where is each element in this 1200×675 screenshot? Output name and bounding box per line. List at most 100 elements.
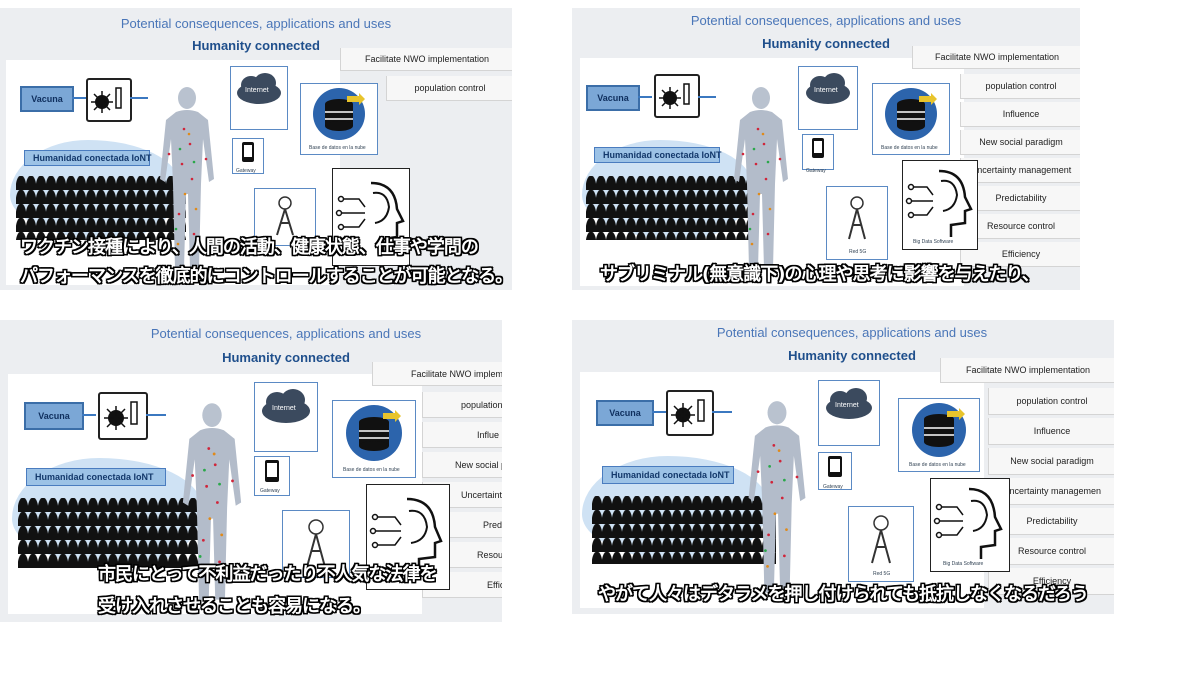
virus-syringe-icon [659, 83, 690, 109]
side-item: Efficiency [988, 568, 1114, 595]
side-item: Influence [960, 102, 1080, 127]
subtitle-line: サブリミナル(無意識下)の心理や思考に影響を与えたり、 [600, 264, 1040, 285]
antenna-5g-icon [871, 515, 891, 564]
cloud-icon [237, 73, 281, 104]
bigdata-box [366, 484, 450, 590]
slide-subtitle: Humanity connected [192, 38, 320, 53]
connector-line [698, 96, 716, 98]
antenna-5g-icon [848, 196, 866, 240]
human-body-figure [748, 401, 806, 593]
slide-title: Potential consequences, applications and… [150, 326, 422, 341]
cloud-icon [262, 389, 310, 423]
database-icon [313, 88, 365, 140]
internet-label: Internet [835, 402, 859, 409]
internet-label: Internet [272, 405, 296, 412]
connector-line [712, 411, 732, 413]
iont-label: Humanidad conectada IoNT [24, 150, 152, 166]
bigdata-box: Big Data Software [930, 478, 1010, 572]
subtitle-line: 市民にとって不利益だったり不人気な法律を [98, 564, 438, 585]
phone-hand-icon [242, 142, 254, 162]
ai-brain-icon [905, 169, 973, 237]
cloud-icon [806, 73, 850, 104]
connector-line [146, 414, 166, 416]
ai-brain-icon [933, 487, 1003, 559]
slide-subtitle: Humanity connected [788, 348, 916, 363]
gateway-label: Gateway [806, 168, 826, 174]
database-box: Base de datos en la nube [872, 83, 950, 155]
connector-line [130, 97, 148, 99]
vacuna-box: Vacuna [20, 86, 74, 112]
bigdata-label: Big Data Software [943, 561, 984, 567]
connector-line [72, 97, 86, 99]
phone-hand-icon [812, 138, 824, 158]
internet-box: Internet [818, 380, 880, 446]
database-caption: Base de datos en la nube [909, 462, 966, 468]
bigdata-label: Big Data Software [913, 239, 954, 245]
internet-box: Internet [798, 66, 858, 130]
bigdata-box [332, 168, 410, 266]
internet-label: Internet [245, 87, 269, 94]
antenna-5g-icon [276, 196, 294, 236]
database-icon [912, 403, 966, 457]
vaccine-icon-box [666, 390, 714, 436]
vaccine-icon-box [98, 392, 148, 440]
connector-line [652, 411, 666, 413]
side-item: Facilitate NWO implemen [372, 362, 502, 386]
side-item: Influe [422, 422, 502, 448]
side-item: Predictability [960, 186, 1080, 211]
phone-hand-icon [265, 460, 279, 482]
subtitle-line: やがて人々はデタラメを押し付けられても抵抗しなくなるだろう [598, 584, 1089, 605]
vacuna-box: Vacuna [586, 85, 640, 111]
virus-syringe-icon [104, 401, 138, 430]
database-caption: Base de datos en la nube [881, 145, 938, 151]
human-body-figure [160, 87, 214, 269]
cloud-icon [826, 388, 872, 419]
slide-title: Potential consequences, applications and… [120, 16, 392, 31]
side-item: population control [960, 74, 1080, 99]
slide-panel-2: Potential consequences, applications and… [572, 8, 1080, 290]
antenna-box [282, 510, 350, 578]
vacuna-box: Vacuna [596, 400, 654, 426]
iont-label: Humanidad conectada IoNT [602, 466, 734, 484]
gateway-box [802, 134, 834, 170]
bigdata-box: Big Data Software [902, 160, 978, 250]
crowd-image [18, 498, 208, 568]
database-box: Base de datos en la nube [898, 398, 980, 472]
slide-title: Potential consequences, applications and… [690, 13, 962, 28]
subtitle-line: 受け入れさせることも容易になる。 [98, 596, 371, 617]
vaccine-icon-box [86, 78, 132, 122]
antenna-box: Red 5G [826, 186, 888, 260]
ai-brain-icon [369, 497, 443, 575]
side-item: population control [386, 76, 512, 101]
gateway-box [254, 456, 290, 496]
subtitle-line: ワクチン接種により、人間の活動、健康状態、仕事や学問の [20, 237, 479, 258]
side-item: Influence [988, 418, 1114, 445]
side-item: Facilitate NWO implementation [912, 46, 1080, 69]
database-caption: Base de datos en la nube [309, 145, 366, 151]
slide-panel-1: Potential consequences, applications and… [0, 8, 512, 290]
gateway-box [232, 138, 264, 174]
database-icon [346, 405, 402, 461]
iont-label: Humanidad conectada IoNT [594, 147, 722, 163]
virus-syringe-icon [671, 399, 705, 427]
connector-line [82, 414, 96, 416]
crowd-image [586, 176, 756, 240]
iont-label: Humanidad conectada IoNT [26, 468, 166, 486]
vacuna-box: Vacuna [24, 402, 84, 430]
side-item: population c [422, 392, 502, 418]
slide-subtitle: Humanity connected [222, 350, 350, 365]
phone-hand-icon [828, 456, 842, 477]
red5g-label: Red 5G [873, 571, 891, 577]
crowd-image [592, 496, 776, 564]
database-box: Base de datos en la nube [300, 83, 378, 155]
vaccine-icon-box [654, 74, 700, 118]
gateway-label: Gateway [260, 488, 280, 494]
side-item: New social paradigm [988, 448, 1114, 475]
slide-panel-4: Potential consequences, applications and… [572, 320, 1114, 614]
side-item: population control [988, 388, 1114, 415]
side-item: Efficiency [960, 242, 1080, 267]
connector-line [638, 96, 652, 98]
side-item: Uncertainty management [960, 158, 1080, 183]
gateway-label: Gateway [236, 168, 256, 174]
side-item: New social paradigm [960, 130, 1080, 155]
